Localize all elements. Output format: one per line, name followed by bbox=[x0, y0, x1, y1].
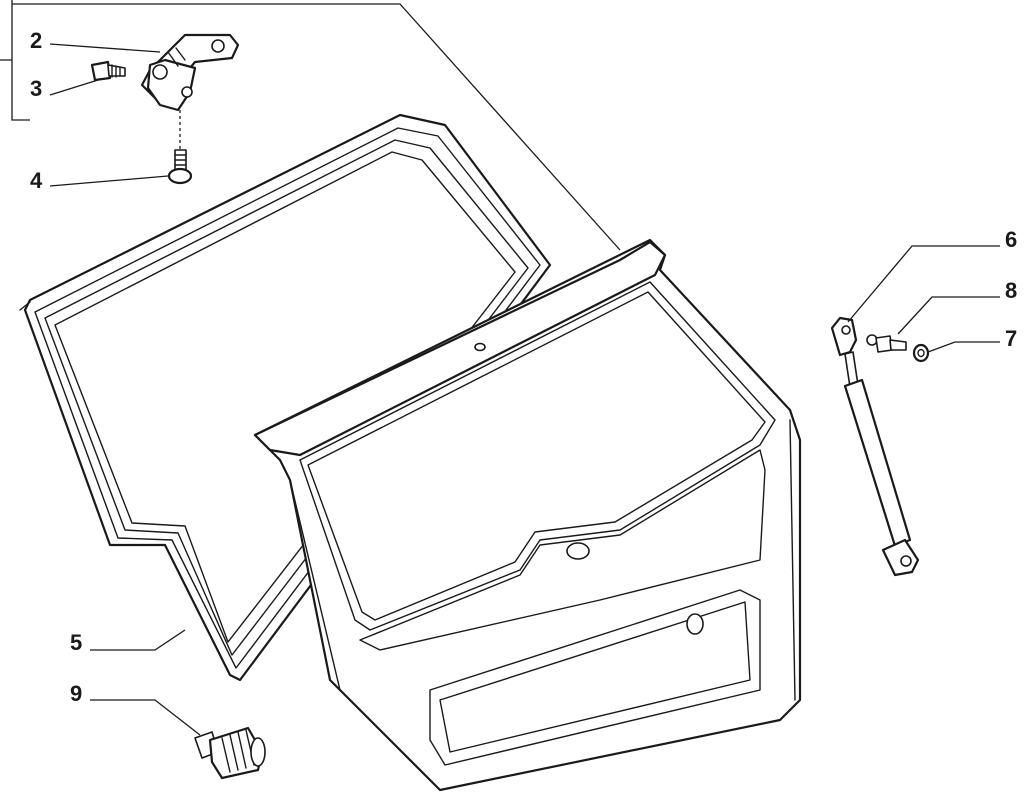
leader-3 bbox=[49, 79, 99, 96]
leader-4 bbox=[49, 175, 169, 187]
callout-7: 7 bbox=[1005, 326, 1018, 351]
tailgate-panel-icon bbox=[253, 238, 802, 792]
washer-icon bbox=[912, 343, 930, 363]
screw-icon bbox=[167, 110, 193, 185]
leader-6 bbox=[847, 245, 1000, 323]
callout-9: 9 bbox=[70, 681, 83, 706]
tailgate-hinge-icon bbox=[140, 33, 240, 112]
group-bracket bbox=[0, 15, 30, 121]
leader-2 bbox=[49, 43, 161, 53]
callout-3: 3 bbox=[30, 76, 43, 101]
callout-6: 6 bbox=[1005, 227, 1018, 252]
callout-8: 8 bbox=[1005, 278, 1018, 303]
gas-strut-icon bbox=[830, 316, 920, 577]
bolt-icon bbox=[90, 60, 126, 82]
callout-4: 4 bbox=[30, 168, 43, 193]
ball-pin-icon bbox=[866, 334, 907, 353]
tailgate-seal-icon bbox=[19, 113, 552, 682]
callout-5: 5 bbox=[70, 630, 83, 655]
leader-7 bbox=[927, 341, 1000, 353]
leader-5 bbox=[90, 629, 186, 651]
leader-8 bbox=[897, 296, 1000, 335]
rubber-bumper-icon bbox=[194, 726, 266, 780]
reference-line bbox=[12, 3, 621, 251]
leader-9 bbox=[90, 699, 201, 736]
callout-2: 2 bbox=[30, 28, 43, 53]
